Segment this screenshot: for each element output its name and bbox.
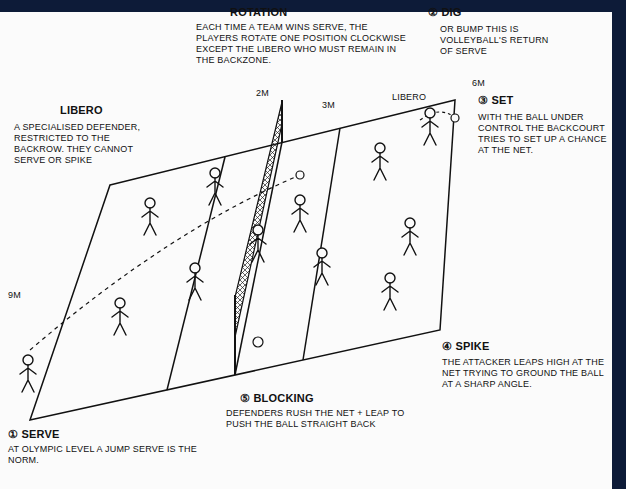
note-text: THE ATTACKER LEAPS HIGH AT THE NET TRYIN… (442, 357, 607, 390)
callout-title: ④ SPIKE (442, 340, 562, 353)
dimension-label: 2M (256, 88, 280, 99)
callout-title: ⑤ BLOCKING (240, 392, 390, 405)
note-text: A SPECIALISED DEFENDER, RESTRICTED TO TH… (14, 122, 149, 166)
dimension-label: 3M (322, 100, 346, 111)
player-label: LIBERO (392, 92, 436, 103)
note-text: EACH TIME A TEAM WINS SERVE, THE PLAYERS… (196, 22, 411, 66)
note-text: AT OLYMPIC LEVEL A JUMP SERVE IS THE NOR… (8, 444, 213, 466)
callout-title: ② DIG (428, 6, 538, 19)
note-text: WITH THE BALL UNDER CONTROL THE BACKCOUR… (478, 112, 610, 156)
callout-title: ③ SET (478, 94, 578, 107)
section-title: ROTATION (230, 6, 350, 19)
dimension-label: 6M (472, 78, 496, 89)
callout-title: ① SERVE (8, 428, 128, 441)
section-title: LIBERO (60, 104, 140, 117)
note-text: DEFENDERS RUSH THE NET + LEAP TO PUSH TH… (226, 408, 416, 430)
note-text: OR BUMP THIS IS VOLLEYBALL'S RETURN OF S… (440, 24, 558, 57)
dimension-label: 9M (8, 290, 32, 301)
